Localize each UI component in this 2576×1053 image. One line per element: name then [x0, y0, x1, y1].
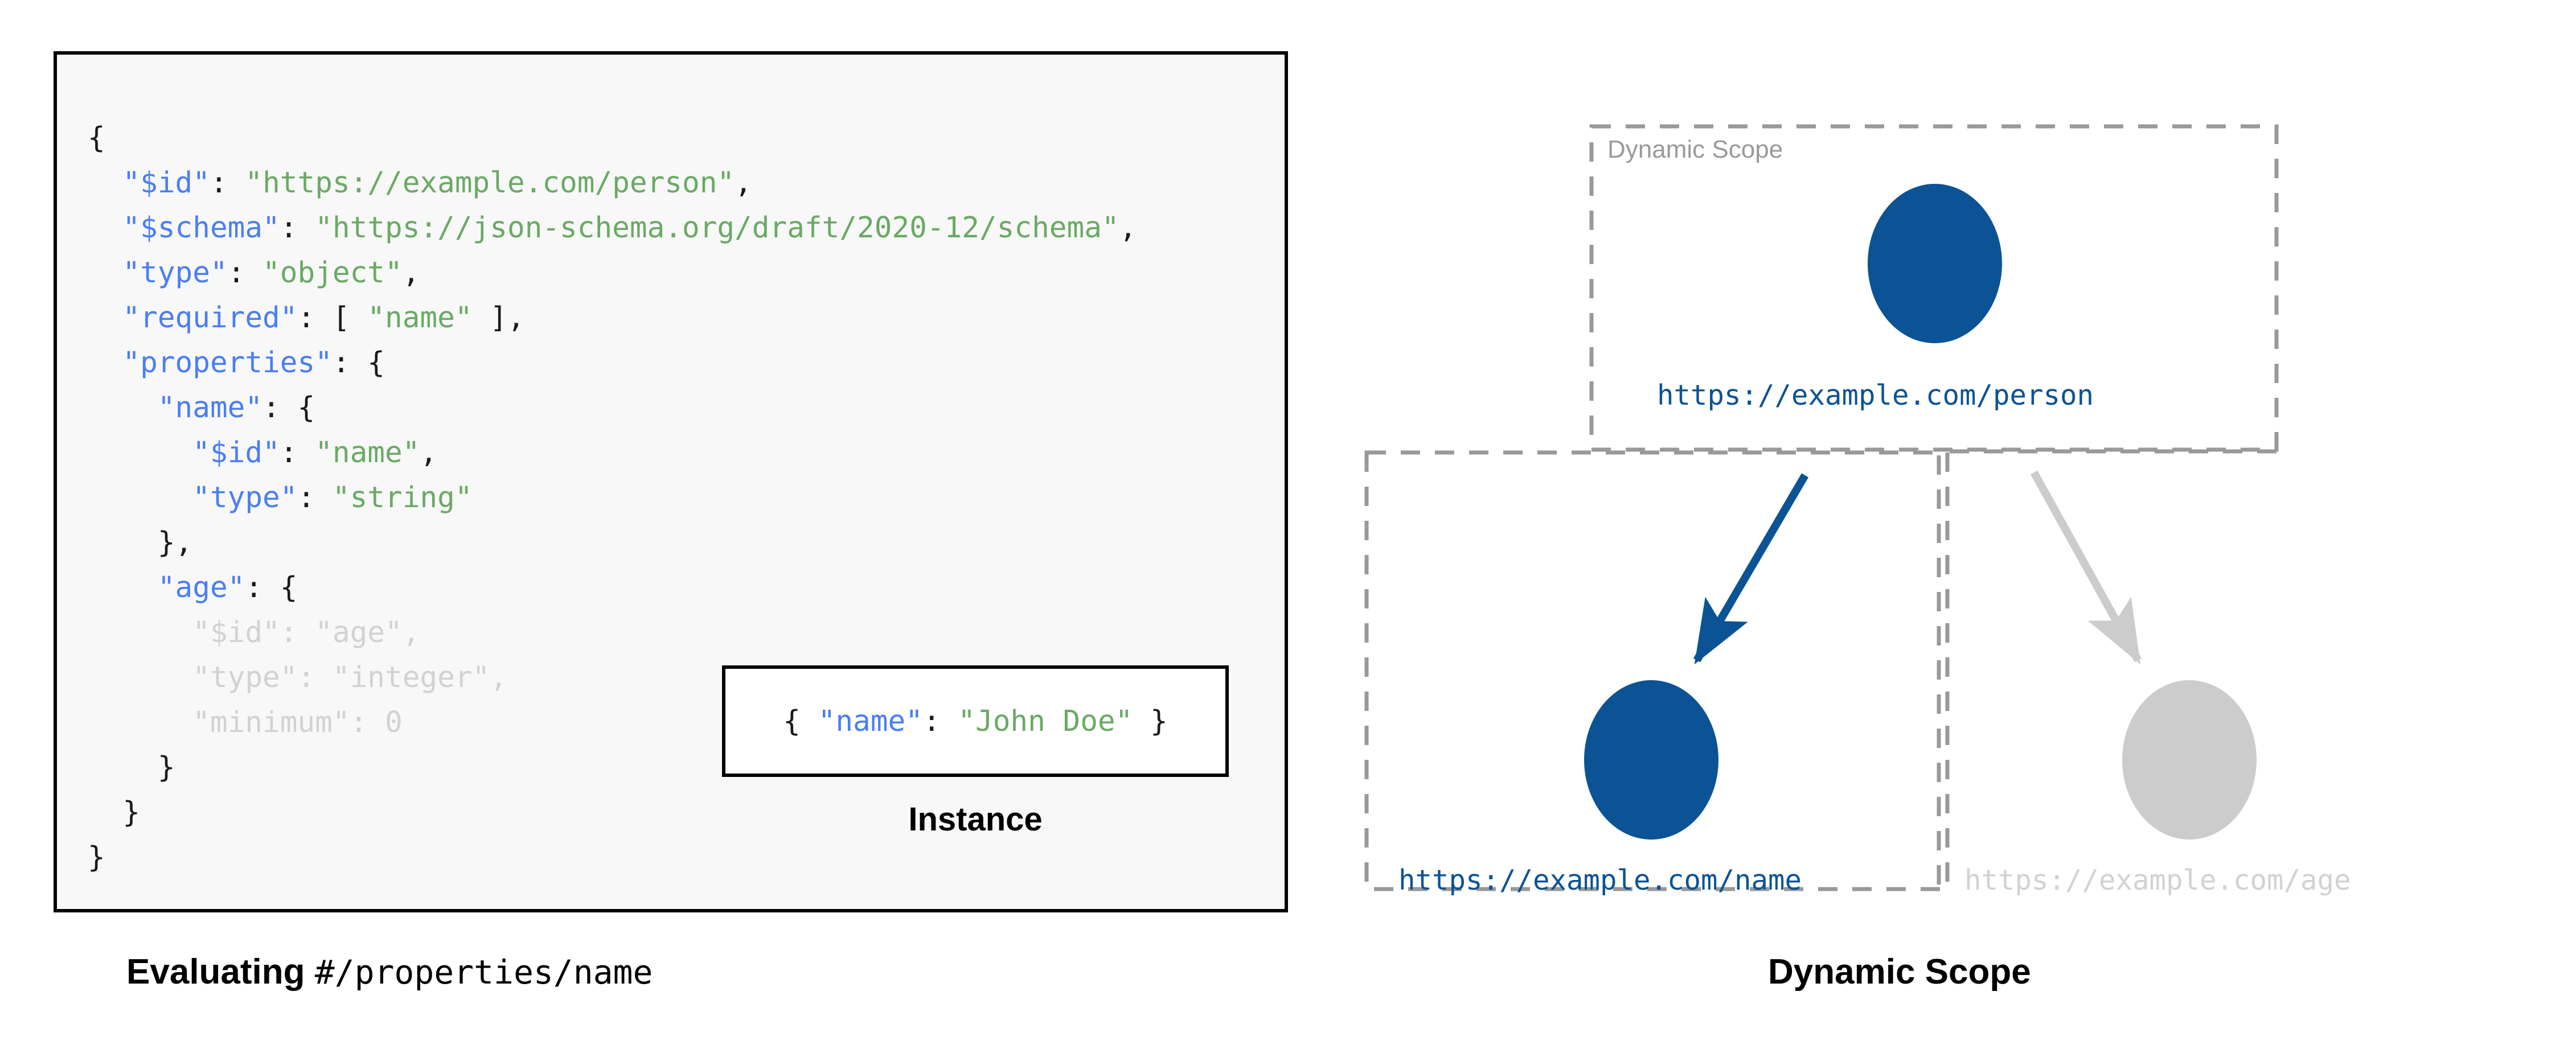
edge-person-to-name: [1693, 473, 1809, 665]
edge-person-to-age: [2030, 470, 2142, 665]
code-token-type-value: "object": [262, 256, 403, 290]
code-token-type-key: "type": [122, 256, 228, 290]
right-figure-caption: Dynamic Scope: [1768, 952, 2031, 992]
left-figure-caption: Evaluating #/properties/name: [126, 952, 653, 992]
code-token-name-key: "name": [157, 391, 263, 425]
code-token-age-id-key: "$id": [192, 616, 280, 649]
code-token-name-type-value: "string": [332, 481, 473, 515]
code-token-id-key: "$id": [122, 166, 210, 200]
node-label-age: https://example.com/age: [1964, 864, 2351, 896]
instance-code: { "name": "John Doe" }: [783, 704, 1168, 738]
code-token-properties-key: "properties": [122, 346, 333, 380]
schema-code-panel: { "$id": "https://example.com/person", "…: [54, 51, 1288, 912]
scope-diagram-svg: [1364, 124, 2279, 891]
code-token-age-id-value: "age": [315, 616, 403, 649]
scope-region-age: [1937, 449, 2276, 885]
left-caption-pointer: #/properties/name: [314, 953, 653, 992]
instance-box: { "name": "John Doe" }: [722, 665, 1229, 777]
instance-value: "John Doe": [958, 704, 1133, 738]
node-label-person: https://example.com/person: [1657, 379, 2094, 412]
code-token-age-key: "age": [157, 571, 245, 604]
scope-region-title: Dynamic Scope: [1607, 135, 1783, 163]
node-label-name: https://example.com/name: [1398, 864, 1802, 896]
left-caption-bold: Evaluating: [126, 952, 305, 992]
node-age-ellipse: [2122, 680, 2257, 840]
code-token-name-id-key: "$id": [192, 436, 280, 470]
node-person-ellipse: [1868, 184, 2002, 343]
code-token-id-value: "https://example.com/person": [245, 166, 735, 200]
schema-code-block: { "$id": "https://example.com/person", "…: [88, 121, 1137, 874]
code-token-schema-key: "$schema": [122, 211, 280, 245]
instance-key: "name": [818, 704, 923, 738]
scope-region-name-outline: [1364, 450, 1950, 891]
code-token-schema-value: "https://json-schema.org/draft/2020-12/s…: [315, 211, 1119, 245]
code-token-age-type-key: "type": [192, 661, 298, 694]
dynamic-scope-diagram: Dynamic Scope https://example.com/person…: [1355, 102, 2528, 916]
code-token-required-key: "required": [122, 301, 298, 335]
code-token-minimum-key: "minimum": [192, 706, 350, 739]
scope-region-name: [1364, 450, 1950, 891]
code-token-minimum-value: 0: [385, 706, 403, 739]
node-name-ellipse: [1584, 680, 1718, 840]
code-token-age-type-value: "integer": [332, 661, 490, 694]
code-token-name-type-key: "type": [192, 481, 298, 515]
code-token-required-value: "name": [367, 301, 473, 335]
instance-caption: Instance: [908, 801, 1043, 838]
code-token-name-id-value: "name": [315, 436, 420, 470]
scope-region-age-outline: [1937, 449, 2276, 885]
code-faded-age-body: "$id": "age", "type": "integer", "minimu…: [192, 616, 507, 739]
